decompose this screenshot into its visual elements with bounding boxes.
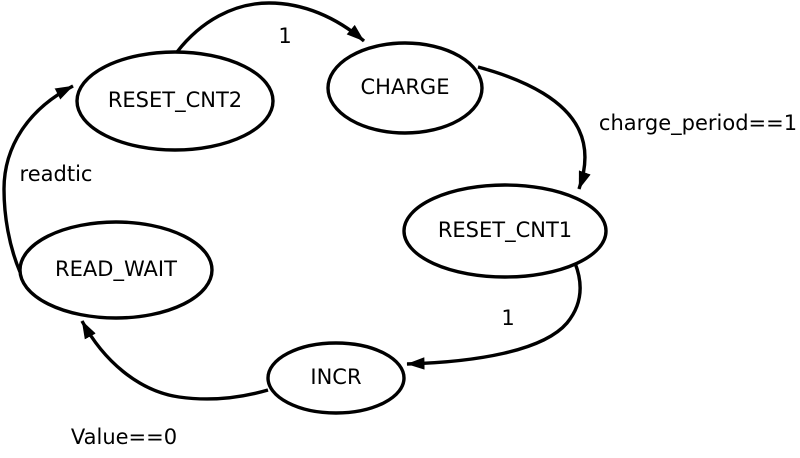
state-charge: CHARGE — [326, 41, 484, 135]
state-ellipse-reset_cnt1 — [402, 183, 608, 279]
transition-label-reset_cnt2-to-charge: 1 — [278, 24, 291, 48]
state-read_wait: READ_WAIT — [18, 220, 214, 320]
transition-label-reset_cnt1-to-incr: 1 — [501, 306, 514, 330]
state-label-read_wait: READ_WAIT — [55, 257, 177, 282]
state-reset_cnt1: RESET_CNT1 — [402, 183, 608, 279]
state-ellipse-incr — [266, 341, 406, 415]
state-label-reset_cnt1: RESET_CNT1 — [438, 218, 572, 243]
transition-incr-to-read_wait — [80, 320, 269, 401]
transition-label-read_wait-to-reset_cnt2: readtic — [20, 162, 93, 186]
state-label-incr: INCR — [310, 365, 361, 389]
transition-label-charge-to-reset_cnt1: charge_period==1 — [599, 111, 797, 136]
transition-charge-to-reset_cnt1 — [477, 65, 591, 190]
transition-reset_cnt1-to-incr — [406, 262, 582, 370]
state-ellipse-charge — [326, 41, 484, 135]
transition-reset_cnt2-to-charge — [175, 1, 366, 54]
state-incr: INCR — [266, 341, 406, 415]
state-ellipse-read_wait — [18, 220, 214, 320]
transition-label-incr-to-read_wait: Value==0 — [71, 425, 177, 449]
state-label-charge: CHARGE — [361, 75, 450, 99]
state-label-reset_cnt2: RESET_CNT2 — [108, 88, 242, 113]
transition-read_wait-to-reset_cnt2 — [2, 84, 74, 273]
state-reset_cnt2: RESET_CNT2 — [75, 50, 275, 152]
state-ellipse-reset_cnt2 — [75, 50, 275, 152]
